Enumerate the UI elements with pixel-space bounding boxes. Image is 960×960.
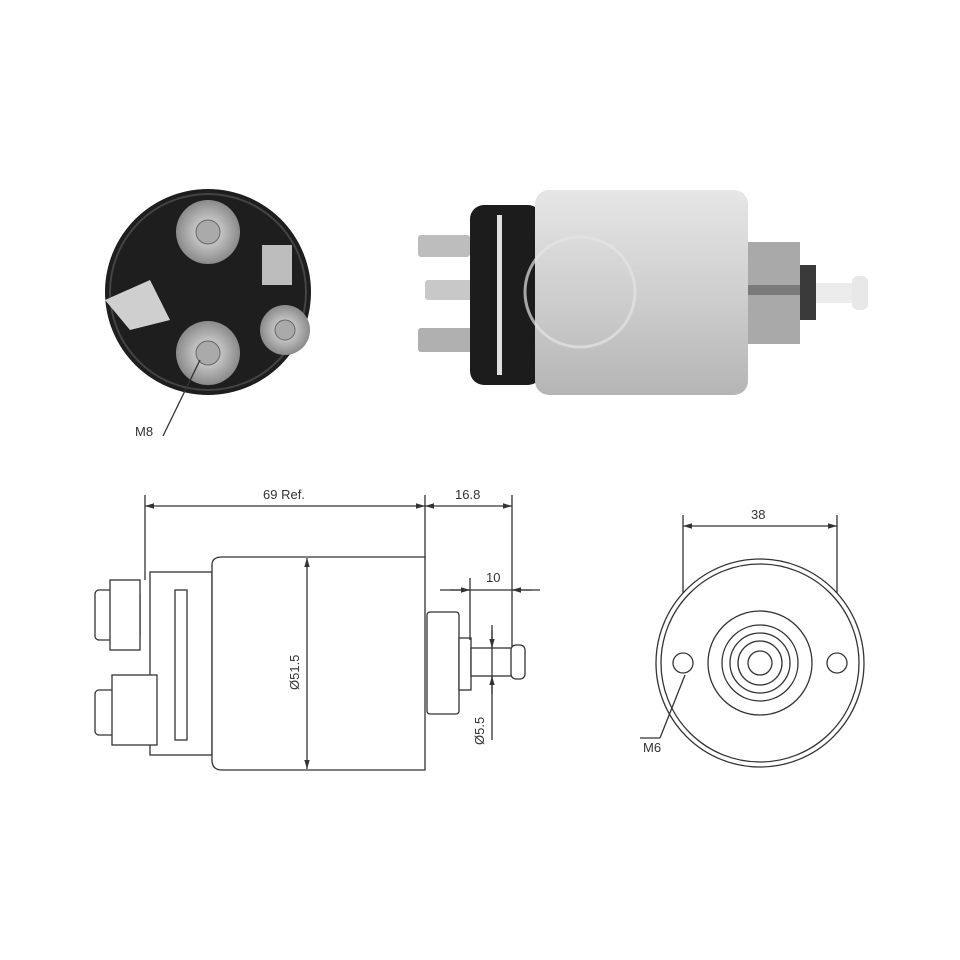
front-view-drawing: 38 M6 xyxy=(640,507,865,768)
label-body-diameter: Ø51.5 xyxy=(287,655,302,690)
mount-hole-left xyxy=(672,652,694,674)
label-m8: M8 xyxy=(135,424,153,439)
label-pin-diameter: Ø5.5 xyxy=(472,717,487,745)
label-length: 69 Ref. xyxy=(263,487,305,502)
side-view-photo xyxy=(418,190,868,395)
label-plunger-length: 16.8 xyxy=(455,487,480,502)
end-view-photo: M8 xyxy=(105,189,311,439)
label-pin-length: 10 xyxy=(486,570,500,585)
mount-hole-right xyxy=(826,652,848,674)
label-m6: M6 xyxy=(643,740,661,755)
label-hole-spacing: 38 xyxy=(751,507,765,522)
side-view-drawing: 69 Ref. 16.8 Ø51.5 10 Ø5.5 xyxy=(94,487,540,771)
